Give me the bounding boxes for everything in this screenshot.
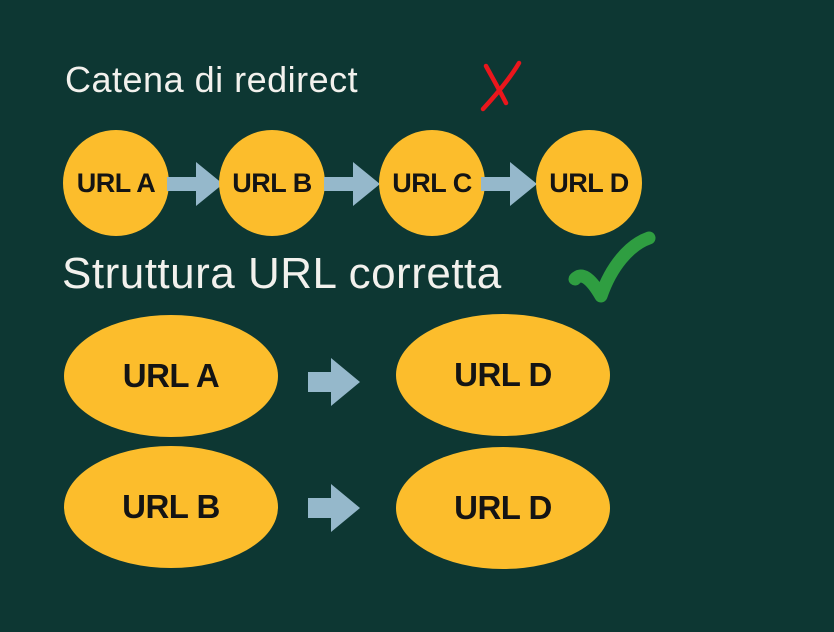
map-node-label: URL A	[122, 357, 220, 394]
arrow-right-icon	[481, 160, 537, 208]
arrow-right-icon	[308, 484, 360, 532]
chain-node-label: URL C	[392, 167, 472, 198]
map-node-label: URL D	[454, 356, 552, 393]
map-node-url-d: URL D	[396, 314, 610, 436]
chain-node-label: URL B	[232, 167, 312, 198]
map-node-label: URL D	[454, 489, 552, 526]
map-node-url-b: URL B	[64, 446, 278, 568]
chain-node-label: URL D	[549, 167, 629, 198]
arrow-right-icon	[308, 358, 360, 406]
chain-node-url-a: URL A	[63, 130, 169, 236]
cross-icon	[479, 58, 525, 117]
map-node-url-d: URL D	[396, 447, 610, 569]
chain-node-url-c: URL C	[379, 130, 485, 236]
check-icon	[566, 230, 658, 319]
arrow-right-icon	[324, 160, 380, 208]
arrow-right-icon	[167, 160, 223, 208]
chain-node-label: URL A	[76, 167, 156, 198]
correct-section-title: Struttura URL corretta	[62, 249, 502, 298]
chain-section-title: Catena di redirect	[65, 59, 359, 100]
map-node-label: URL B	[122, 488, 220, 525]
chain-node-url-d: URL D	[536, 130, 642, 236]
map-node-url-a: URL A	[64, 315, 278, 437]
chain-node-url-b: URL B	[219, 130, 325, 236]
